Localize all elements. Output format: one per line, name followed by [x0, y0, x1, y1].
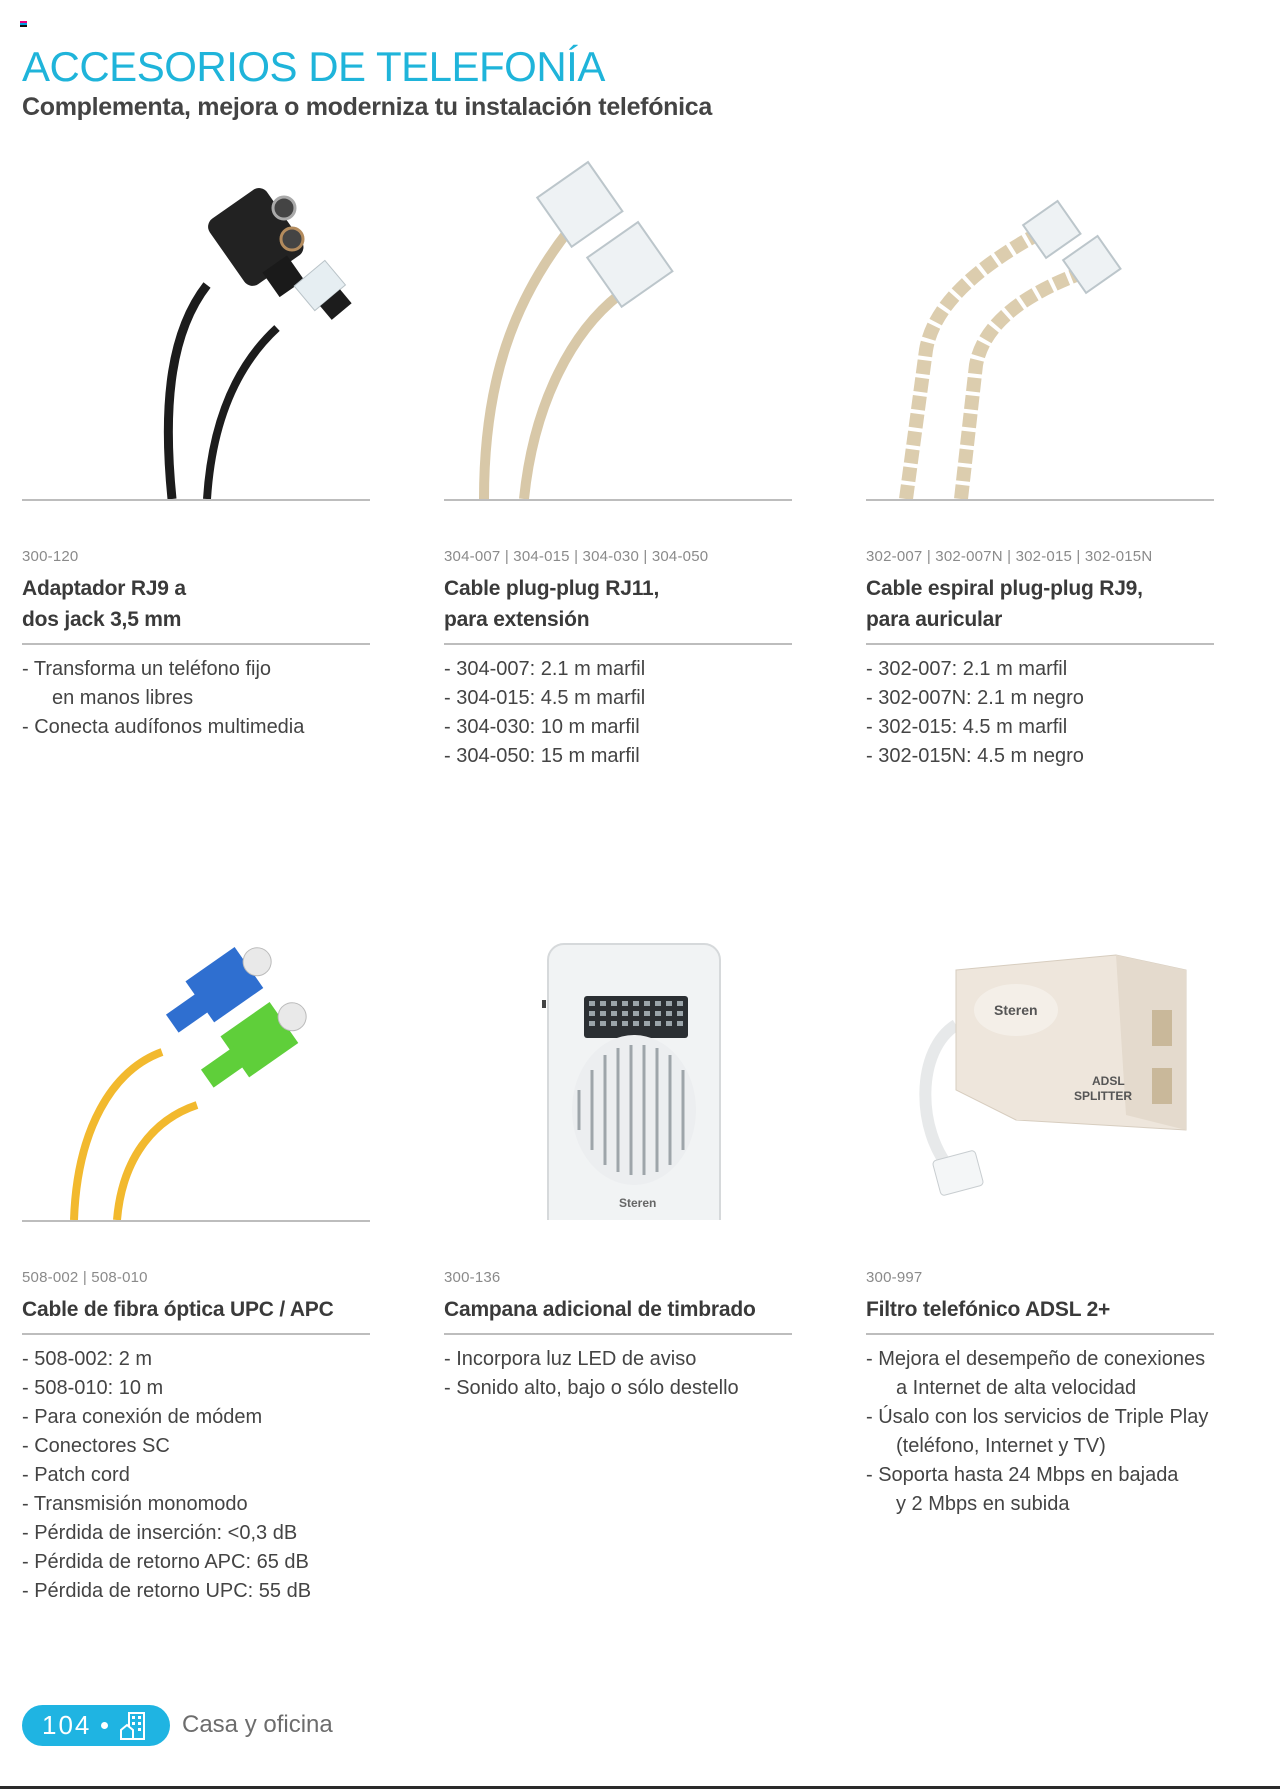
feature-item: 304-007: 2.1 m marfil [444, 655, 792, 684]
product-sku: 302-007 | 302-007N | 302-015 | 302-015N [866, 548, 1153, 565]
product-name: Adaptador RJ9 a dos jack 3,5 mm [22, 573, 370, 645]
product-name: Cable de fibra óptica UPC / APC [22, 1294, 370, 1335]
product-features: 508-002: 2 m 508-010: 10 m Para conexión… [22, 1345, 370, 1606]
product-image-rj9-adapter [22, 150, 370, 501]
bottom-rule [0, 1786, 1280, 1789]
product-sku: 300-997 [866, 1269, 923, 1286]
feature-item: Pérdida de retorno UPC: 55 dB [22, 1577, 370, 1606]
print-registration-mark [20, 21, 27, 27]
feature-item: Sonido alto, bajo o sólo destello [444, 1374, 792, 1403]
page-title: ACCESORIOS DE TELEFONÍA [22, 43, 605, 91]
adsl-splitter-device-icon: Steren ADSL SPLITTER [919, 954, 1187, 1196]
rj11-flat-cable-icon [479, 160, 674, 499]
section-label: Casa y oficina [182, 1711, 333, 1738]
product-name: Filtro telefónico ADSL 2+ [866, 1294, 1214, 1335]
svg-text:ADSL: ADSL [1092, 1074, 1125, 1088]
product-card-302-series: 302-007 | 302-007N | 302-015 | 302-015N … [866, 150, 1214, 771]
feature-item: Pérdida de retorno APC: 65 dB [22, 1548, 370, 1577]
product-card-300-997: Steren ADSL SPLITTER 300-997 Filtro tele… [866, 900, 1214, 1519]
product-sku: 508-002 | 508-010 [22, 1269, 148, 1286]
product-name: Cable espiral plug-plug RJ9, para auricu… [866, 573, 1214, 645]
feature-item: Patch cord [22, 1461, 370, 1490]
feature-item: 302-007N: 2.1 m negro [866, 684, 1214, 713]
product-sku: 300-120 [22, 548, 79, 565]
rj9-jack-adapter-icon [163, 188, 352, 499]
page-number: 104 [42, 1710, 92, 1740]
product-image-coiled-cable [866, 150, 1214, 501]
feature-item: 508-010: 10 m [22, 1374, 370, 1403]
svg-text:Steren: Steren [619, 1196, 656, 1210]
product-name: Campana adicional de timbrado [444, 1294, 792, 1335]
feature-item: 304-015: 4.5 m marfil [444, 684, 792, 713]
feature-item: Transmisión monomodo [22, 1490, 370, 1519]
fiber-optic-cable-icon [70, 946, 307, 1220]
product-image-ringer-bell: Steren [444, 900, 792, 1222]
product-card-300-136: Steren 300-136 Campana adicional de timb… [444, 900, 792, 1403]
feature-item: 302-015N: 4.5 m negro [866, 742, 1214, 771]
feature-item: 302-007: 2.1 m marfil [866, 655, 1214, 684]
feature-item: Conectores SC [22, 1432, 370, 1461]
product-name: Cable plug-plug RJ11, para extensión [444, 573, 792, 645]
feature-item: 508-002: 2 m [22, 1345, 370, 1374]
separator-dot [101, 1722, 109, 1729]
feature-item: Pérdida de inserción: <0,3 dB [22, 1519, 370, 1548]
product-features: 302-007: 2.1 m marfil 302-007N: 2.1 m ne… [866, 655, 1214, 771]
svg-text:SPLITTER: SPLITTER [1074, 1089, 1132, 1103]
page-subtitle: Complementa, mejora o moderniza tu insta… [22, 92, 712, 121]
feature-item: 304-030: 10 m marfil [444, 713, 792, 742]
feature-item: Incorpora luz LED de aviso [444, 1345, 792, 1374]
feature-item: Conecta audífonos multimedia [22, 713, 370, 742]
rj9-coiled-cable-icon [899, 199, 1122, 499]
product-features: 304-007: 2.1 m marfil 304-015: 4.5 m mar… [444, 655, 792, 771]
product-card-300-120: 300-120 Adaptador RJ9 a dos jack 3,5 mm … [22, 150, 370, 742]
feature-item: 302-015: 4.5 m marfil [866, 713, 1214, 742]
product-card-304-series: 304-007 | 304-015 | 304-030 | 304-050 Ca… [444, 150, 792, 771]
page-number-badge: 104 [22, 1705, 170, 1746]
product-features: Incorpora luz LED de aviso Sonido alto, … [444, 1345, 792, 1403]
product-image-fiber-cable [22, 900, 370, 1222]
product-image-rj11-cable [444, 150, 792, 501]
product-sku: 304-007 | 304-015 | 304-030 | 304-050 [444, 548, 709, 565]
product-image-adsl-splitter: Steren ADSL SPLITTER [866, 900, 1214, 1222]
product-sku: 300-136 [444, 1269, 501, 1286]
ringer-bell-device-icon: Steren [542, 943, 721, 1220]
feature-item: Úsalo con los servicios de Triple Play(t… [866, 1403, 1214, 1461]
svg-text:Steren: Steren [994, 1002, 1038, 1018]
product-card-508-series: 508-002 | 508-010 Cable de fibra óptica … [22, 900, 370, 1606]
building-house-icon [120, 1711, 146, 1740]
feature-item: 304-050: 15 m marfil [444, 742, 792, 771]
feature-item: Para conexión de módem [22, 1403, 370, 1432]
